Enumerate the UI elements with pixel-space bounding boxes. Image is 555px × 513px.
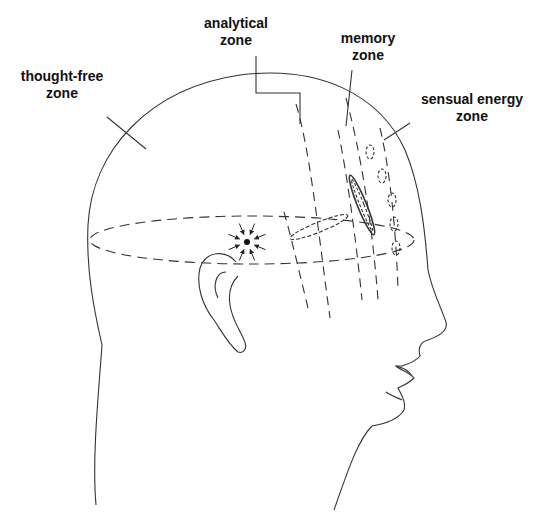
- converging-arrow: [254, 245, 265, 250]
- memory-arc: [346, 98, 378, 300]
- leader-line: [256, 56, 300, 124]
- ear: [199, 254, 246, 353]
- converging-arrow: [250, 249, 255, 260]
- converging-arrow: [239, 249, 244, 260]
- converging-arrow: [229, 245, 240, 250]
- converging-arrows: [229, 224, 266, 261]
- head-outline: [88, 73, 447, 510]
- energy-spot: [390, 217, 398, 231]
- converging-arrow: [254, 234, 265, 239]
- sensual-arc: [380, 128, 398, 290]
- analytical-arc: [296, 104, 330, 318]
- chin-line: [386, 392, 402, 400]
- energy-spot: [392, 241, 400, 255]
- zone-label: thought-free zone: [8, 68, 116, 102]
- converging-arrow: [250, 224, 255, 235]
- zone-label: sensual energy zone: [413, 91, 531, 125]
- converging-arrow: [229, 234, 240, 239]
- ear-inner: [215, 272, 226, 298]
- center-point: [244, 239, 250, 245]
- converging-arrow: [239, 224, 244, 235]
- energy-spot: [366, 145, 374, 159]
- leader-line: [107, 117, 146, 149]
- zone-label: analytical zone: [192, 15, 280, 49]
- leader-line: [384, 123, 410, 140]
- leader-line: [346, 70, 352, 126]
- zone-label: memory zone: [328, 30, 408, 64]
- memory-oval: [346, 174, 378, 237]
- lip-line: [396, 366, 412, 376]
- energy-spot: [378, 169, 386, 183]
- energy-spot: [388, 193, 396, 207]
- memory-oval-inner: [350, 178, 375, 231]
- analytical-arc: [284, 212, 308, 308]
- link-oval: [288, 211, 349, 243]
